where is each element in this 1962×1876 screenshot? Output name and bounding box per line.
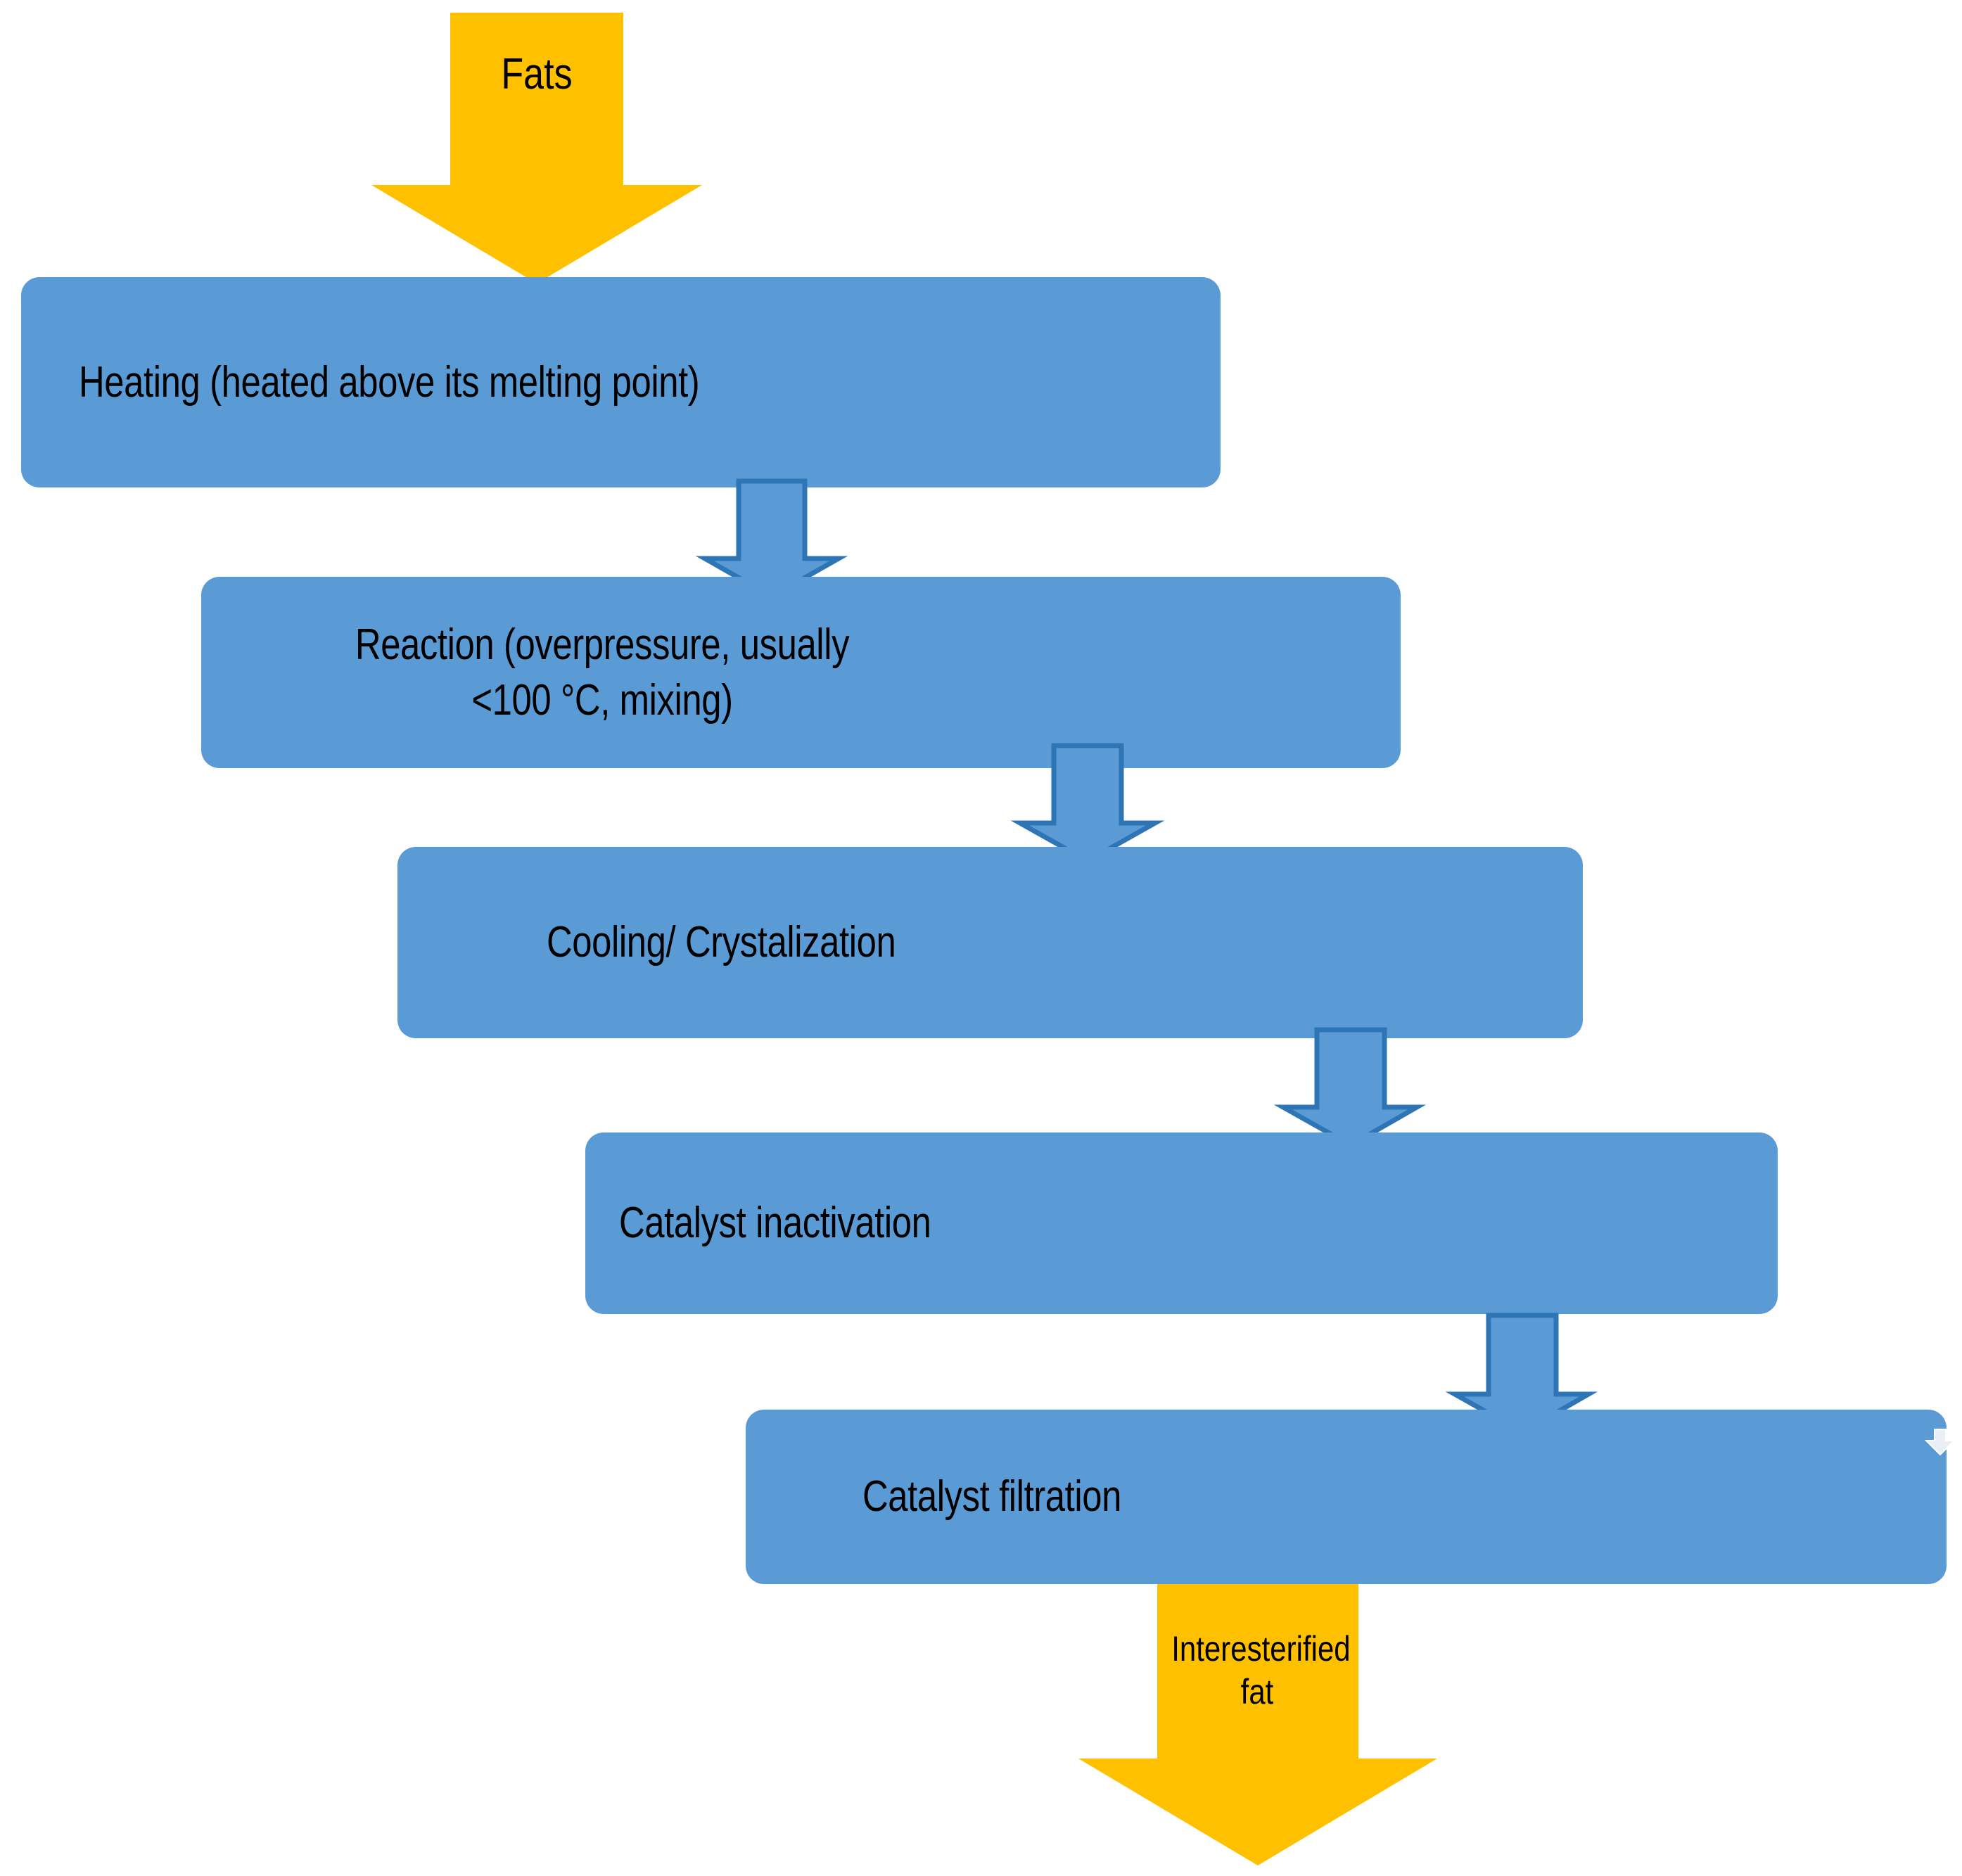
process-box-reaction[interactable]: Reaction (overpressure, usually <100 °C,…: [201, 577, 1401, 768]
output-interesterified-fat-arrow-label: Interesterified fat: [1171, 1629, 1351, 1711]
process-box-cooling-label: Cooling/ Crystalization: [547, 918, 896, 967]
process-box-heating[interactable]: Heating (heated above its melting point): [21, 277, 1221, 487]
process-box-cooling[interactable]: Cooling/ Crystalization: [397, 847, 1583, 1038]
process-box-reaction-label: Reaction (overpressure, usually <100 °C,…: [355, 620, 850, 725]
input-fats-arrow-label: Fats: [501, 50, 573, 98]
input-fats-arrow[interactable]: [371, 13, 702, 283]
process-box-catalyst-filtration[interactable]: Catalyst filtration: [746, 1410, 1947, 1584]
mouse-cursor-down-arrow-icon: [1925, 1429, 1956, 1456]
process-box-catalyst-inactivation[interactable]: Catalyst inactivation: [585, 1132, 1778, 1314]
process-box-heating-label: Heating (heated above its melting point): [79, 357, 700, 407]
connector-arrow-2[interactable]: [1010, 743, 1165, 864]
process-box-catalyst-filtration-label: Catalyst filtration: [862, 1472, 1122, 1521]
process-box-catalyst-inactivation-label: Catalyst inactivation: [619, 1199, 931, 1248]
connector-arrow-3[interactable]: [1273, 1027, 1427, 1149]
output-interesterified-fat-arrow[interactable]: [1078, 1584, 1437, 1865]
